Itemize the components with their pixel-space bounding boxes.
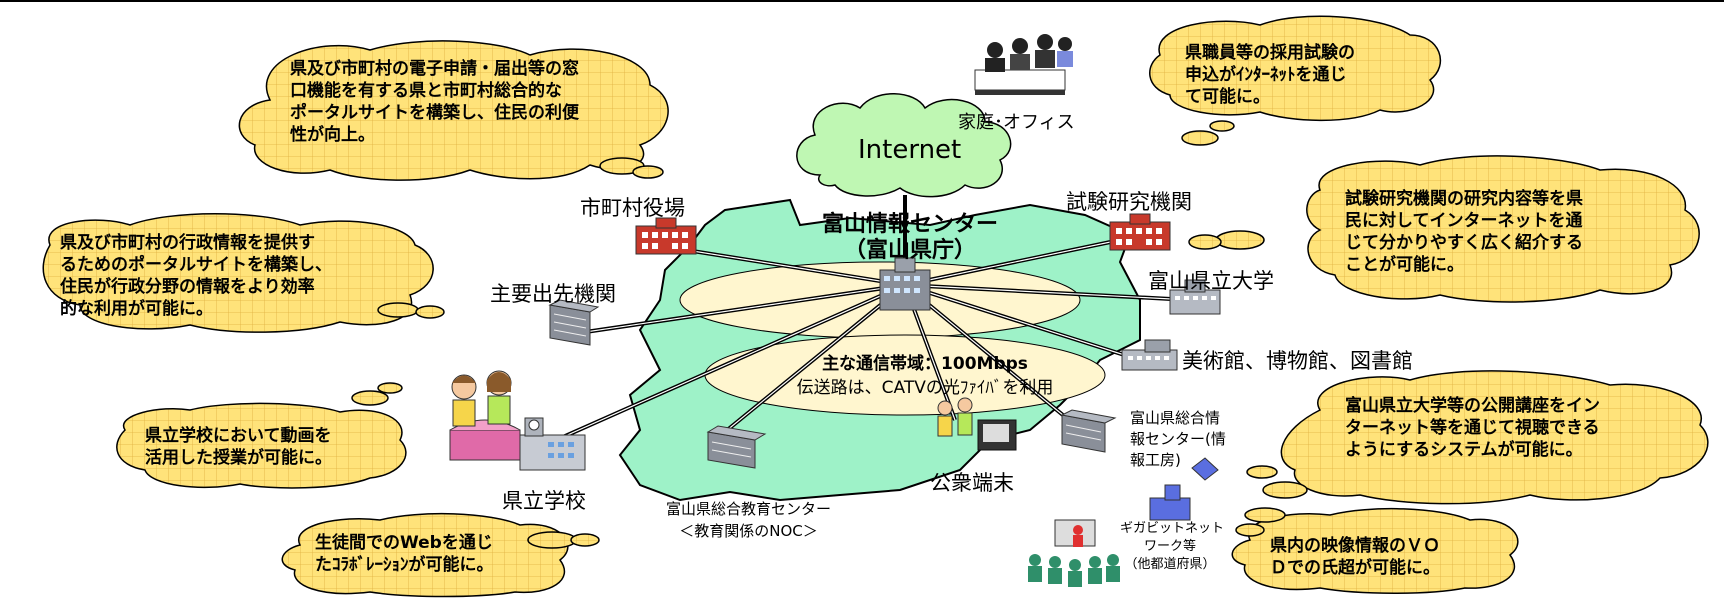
bubble-video-lessons [116,402,407,489]
research-institute-icon [1109,213,1171,251]
museums-label: 美術館、博物館、図書館 [1182,349,1413,373]
info-workshop-icon [1060,409,1117,453]
research-institute-label: 試験研究機関 [1066,190,1192,214]
lecture-audience-icon [1028,519,1120,587]
bubble-student-collab [281,512,569,598]
gigabit-network-label: ギガビットネット ワーク等 （他都道府県） [1120,521,1225,572]
gigabit-network-icon [1149,457,1219,521]
education-center-icon [706,425,767,469]
children-icon [451,370,512,427]
school-icon [449,417,586,471]
municipal-office-label: 市町村役場 [580,196,685,220]
bubble-open-lectures-text: 富山県立大学等の公開講座をインターネット等を通じて視聴できるようにするシステムが… [1345,396,1600,460]
public-terminal-label: 公衆端末 [930,471,1014,495]
bubble-admin-portal [42,213,434,333]
branch-offices-label: 主要出先機関 [490,282,616,306]
bubble-student-collab-text: 生徒間でのWebを通じたｺﾗﾎﾞﾚｰｼｮﾝが可能に。 [315,533,494,575]
bubble-video-vod [1231,507,1519,594]
prefectural-schools-label: 県立学校 [502,489,586,513]
bubble-admin-portal-text: 県及び市町村の行政情報を提供するためのポータルサイトを構築し、住民が行政分野の情… [60,233,332,319]
museum-icon [1121,339,1178,371]
bubble-recruitment [1149,15,1441,122]
info-workshop-label: 富山県総合情 報センター(情 報工房) [1130,409,1226,469]
bubble-portal-application [238,40,669,181]
branch-office-icon [548,299,600,346]
home-office-people-icon [974,34,1073,95]
internet-label: Internet [858,135,962,165]
prefectural-university-label: 富山県立大学 [1148,269,1274,293]
bubble-open-lectures [1280,370,1709,505]
public-terminal-icon [937,397,1017,451]
municipal-office-icon [635,217,697,255]
education-center-label: 富山県総合教育センター ＜教育関係のNOC＞ [665,500,831,540]
internet-cloud [796,93,1012,198]
bubble-recruitment-text: 県職員等の採用試験の申込がｲﾝﾀｰﾈｯﾄを通じて可能に。 [1185,43,1355,107]
bubble-research-intro-text: 試験研究機関の研究内容等を県民に対してインターネットを通じて分かりやすく広く紹介… [1345,189,1583,275]
center-building-icon [879,257,931,311]
bubble-research-intro [1306,155,1700,303]
home-office-label: 家庭･オフィス [958,112,1075,133]
university-icon [1169,279,1221,315]
bubble-video-lessons-text: 県立学校において動画を活用した授業が可能に。 [145,426,332,468]
center-title: 富山情報センター （富山県庁） [821,212,998,263]
bandwidth-label: 主な通信帯域：100Mbps 伝送路は、CATVの光ﾌｧｲﾊﾞを利用 [796,354,1054,398]
bubble-portal-application-text: 県及び市町村の電子申請・届出等の窓口機能を有する県と市町村総合的なポータルサイト… [290,59,579,145]
